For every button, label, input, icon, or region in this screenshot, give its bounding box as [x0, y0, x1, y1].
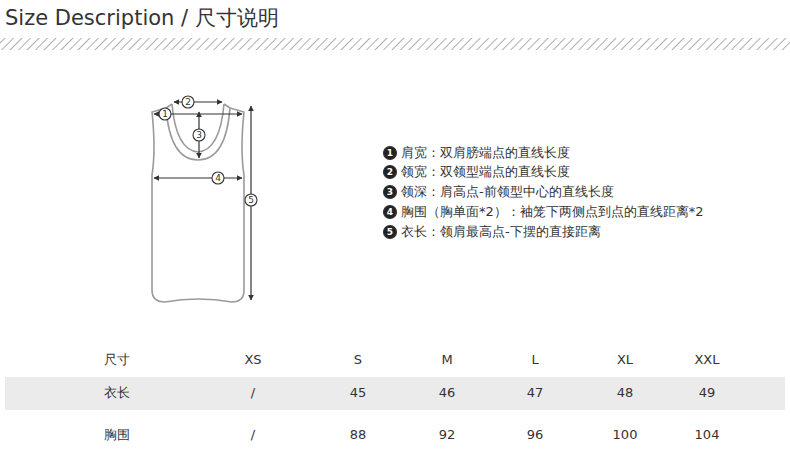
callout-circle	[384, 147, 397, 160]
callout-circle	[245, 194, 257, 206]
callout-number: 4	[215, 173, 221, 184]
table-cell: /	[251, 427, 255, 443]
table-cell: 47	[527, 385, 544, 401]
table-cell: M	[441, 352, 452, 368]
callout-number: 3	[196, 130, 202, 141]
hatched-bar	[0, 38, 790, 50]
callout-number: 3	[387, 187, 393, 198]
table-cell: /	[251, 385, 255, 401]
table-cell: 88	[350, 427, 367, 443]
callout-circle	[182, 96, 194, 108]
measure-note: 领宽：双领型端点的直线长度	[401, 164, 570, 180]
table-cell: 48	[617, 385, 634, 401]
table-cell: 胸围	[104, 427, 130, 443]
measure-note: 胸围（胸单面*2）：袖笼下两侧点到点的直线距离*2	[401, 204, 704, 220]
tank-top	[152, 104, 244, 302]
table-cell: S	[354, 352, 362, 368]
row-band	[5, 377, 785, 410]
table-cell: 96	[527, 427, 544, 443]
table-cell: 104	[695, 427, 720, 443]
table-cell: 49	[699, 385, 716, 401]
table-cell: 100	[613, 427, 638, 443]
table-cell: 92	[439, 427, 456, 443]
callout-number: 5	[248, 195, 254, 206]
measure-note: 衣长：领肩最高点-下摆的直接距离	[401, 224, 601, 240]
dimension-lines	[154, 102, 251, 300]
table-cell: XL	[617, 352, 633, 368]
callout-number: 2	[387, 167, 393, 178]
callout-circle	[193, 129, 205, 141]
table-cell: 尺寸	[104, 352, 130, 368]
callout-number: 1	[387, 148, 393, 159]
table-cell: 45	[350, 385, 367, 401]
measure-note: 肩宽：双肩膀端点的直线长度	[401, 145, 570, 161]
measure-note: 领深：肩高点-前领型中心的直线长度	[401, 184, 614, 200]
table-cell: XXL	[694, 352, 719, 368]
callout-circle	[212, 172, 224, 184]
callout-circle	[384, 226, 397, 239]
callout-circle	[384, 206, 397, 219]
table-cell: 衣长	[104, 385, 130, 401]
callout-circle	[384, 166, 397, 179]
table-cell: L	[531, 352, 538, 368]
callout-number: 5	[387, 227, 393, 238]
table-cell: XS	[244, 352, 261, 368]
callout-number: 2	[185, 97, 191, 108]
callout-circle	[159, 108, 171, 120]
callout-circle	[384, 186, 397, 199]
callout-number: 4	[387, 207, 393, 218]
page-title: Size Description / 尺寸说明	[5, 6, 279, 31]
table-cell: 46	[439, 385, 456, 401]
callout-number: 1	[162, 109, 168, 120]
